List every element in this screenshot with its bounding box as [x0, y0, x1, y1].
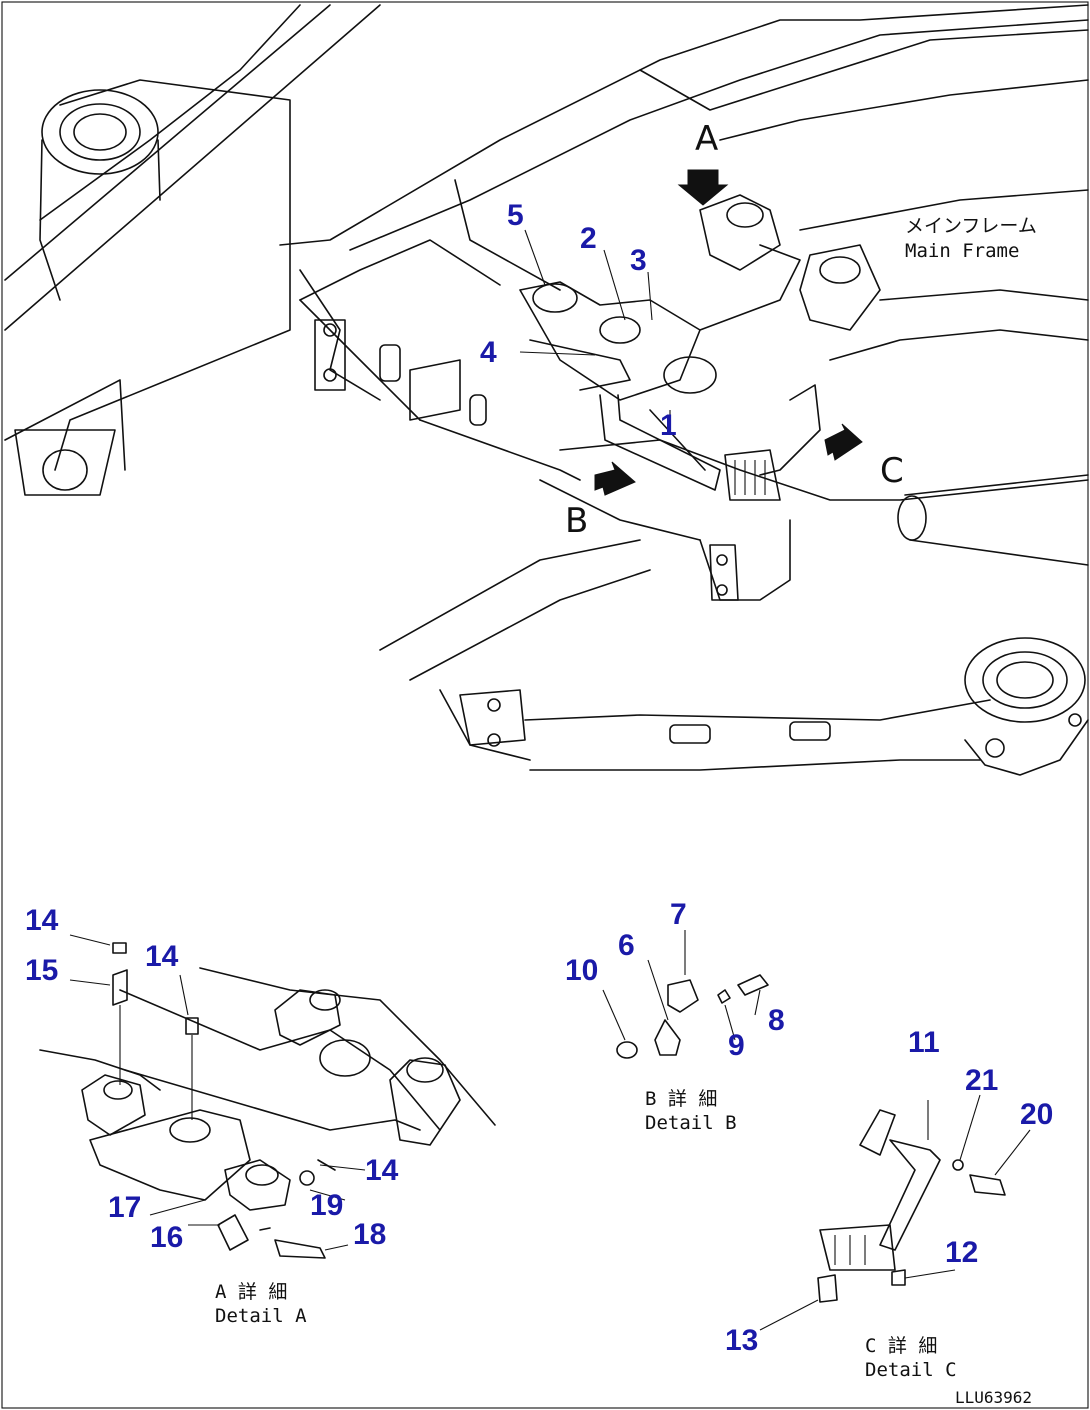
callout-14-b: 14 [145, 940, 179, 973]
callout-7: 7 [670, 898, 687, 931]
view-c-arrow [824, 423, 863, 461]
callout-1: 1 [660, 409, 677, 442]
callout-11: 11 [908, 1026, 940, 1059]
drawing-code: LLU63962 [955, 1388, 1032, 1407]
callout-20: 20 [1020, 1098, 1053, 1131]
view-letter-a: A [695, 119, 718, 159]
view-b-arrow [594, 461, 636, 496]
callout-21: 21 [965, 1064, 998, 1097]
callout-6: 6 [618, 929, 635, 962]
detail-a-label-jp: A 詳 細 [215, 1281, 287, 1303]
detail-c-drawing [817, 1109, 1006, 1303]
callout-14-a: 14 [25, 904, 59, 937]
detail-b-label-en: Detail B [645, 1112, 737, 1134]
callout-16: 16 [150, 1221, 183, 1254]
callout-3: 3 [630, 244, 647, 277]
view-letter-c: C [880, 451, 904, 491]
callout-9: 9 [728, 1029, 745, 1062]
callout-12: 12 [945, 1236, 978, 1269]
detail-b-label-jp: B 詳 細 [645, 1088, 717, 1110]
callout-15: 15 [25, 954, 58, 987]
detail-a-drawing [39, 942, 496, 1259]
callout-4: 4 [480, 336, 497, 369]
callout-13: 13 [725, 1324, 758, 1357]
frame-label-en: Main Frame [905, 240, 1019, 262]
callout-19: 19 [310, 1189, 343, 1222]
frame-label-jp: メインフレーム [905, 215, 1037, 237]
detail-a-label-en: Detail A [215, 1305, 307, 1327]
view-letter-b: B [565, 501, 588, 541]
callout-18: 18 [353, 1218, 386, 1251]
callout-17: 17 [108, 1191, 141, 1224]
callout-10: 10 [565, 954, 598, 987]
detail-c-label-en: Detail C [865, 1359, 957, 1381]
detail-b-drawing [616, 974, 769, 1059]
view-a-arrow [677, 169, 729, 206]
callout-5: 5 [507, 199, 524, 232]
detail-c-label-jp: C 詳 細 [865, 1335, 937, 1357]
callout-8: 8 [768, 1004, 785, 1037]
callout-14-c: 14 [365, 1154, 399, 1187]
callout-2: 2 [580, 222, 597, 255]
